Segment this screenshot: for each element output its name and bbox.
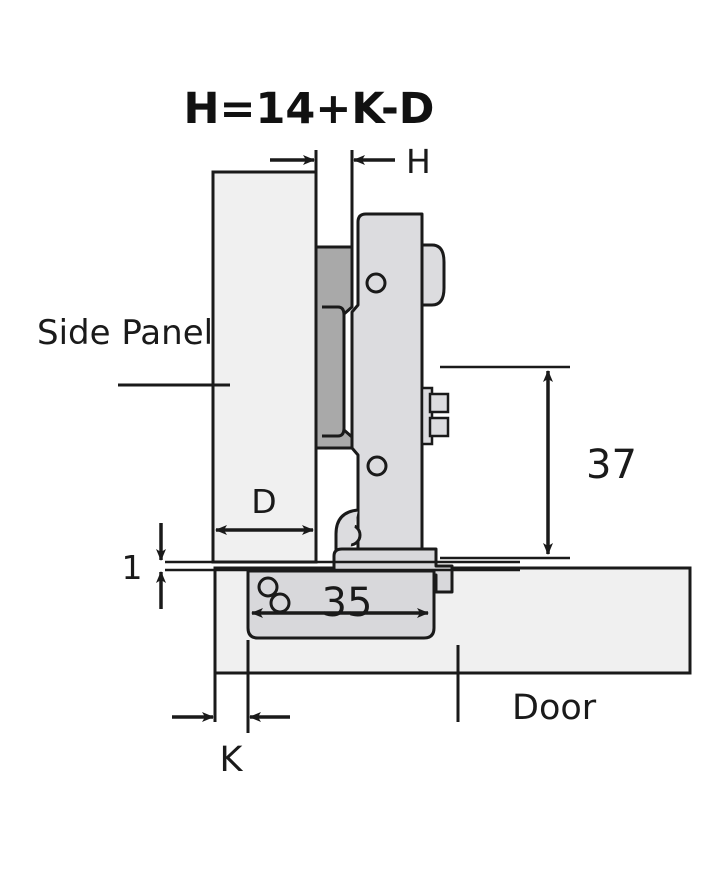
mounting-plate-body — [314, 245, 354, 450]
screw-icon — [420, 386, 450, 446]
hinge-cup-part — [246, 569, 436, 640]
dimension-d: D — [215, 482, 314, 535]
k-dimension-label: K — [220, 740, 244, 780]
side-panel-label-line1: Side Panel — [37, 313, 213, 353]
hinge-cup-body — [246, 569, 436, 640]
dimension-k: K — [172, 640, 290, 780]
h-dimension-label: H — [406, 142, 431, 181]
dimension-thirtyfive: 35 — [251, 580, 429, 626]
thirtyfive-dimension-label: 35 — [322, 580, 373, 626]
cup-screw-hole-lower — [269, 592, 291, 614]
mounting-plate-inner-edge — [322, 305, 346, 438]
formula-title: H=14+K-D — [183, 84, 434, 134]
screw-shaft — [420, 386, 434, 446]
cup-screw-hole-upper — [257, 576, 279, 598]
hinge-arm-body — [350, 212, 424, 562]
hinge-arm-upper-tab — [420, 243, 446, 307]
screw-head-lower — [428, 416, 450, 438]
door-label: Door — [512, 688, 597, 728]
dimension-one: 1 — [122, 523, 520, 609]
side-panel-body — [211, 170, 318, 564]
one-dimension-label: 1 — [122, 548, 143, 587]
screw-head-upper — [428, 392, 450, 414]
side-panel-part — [211, 170, 318, 564]
dimension-h: H — [270, 142, 431, 250]
mounting-plate-part — [314, 245, 354, 450]
pivot-hole-icon-top — [365, 272, 387, 294]
side-panel-label-group: Side Panel — [37, 313, 230, 387]
d-dimension-label: D — [251, 482, 276, 521]
pivot-hole-icon-middle — [366, 455, 388, 477]
dimension-thirtyseven: 37 — [440, 365, 637, 560]
hinge-arm-part — [334, 212, 450, 562]
door-label-group: Door — [456, 645, 597, 728]
thirtyseven-dimension-label: 37 — [586, 442, 637, 488]
